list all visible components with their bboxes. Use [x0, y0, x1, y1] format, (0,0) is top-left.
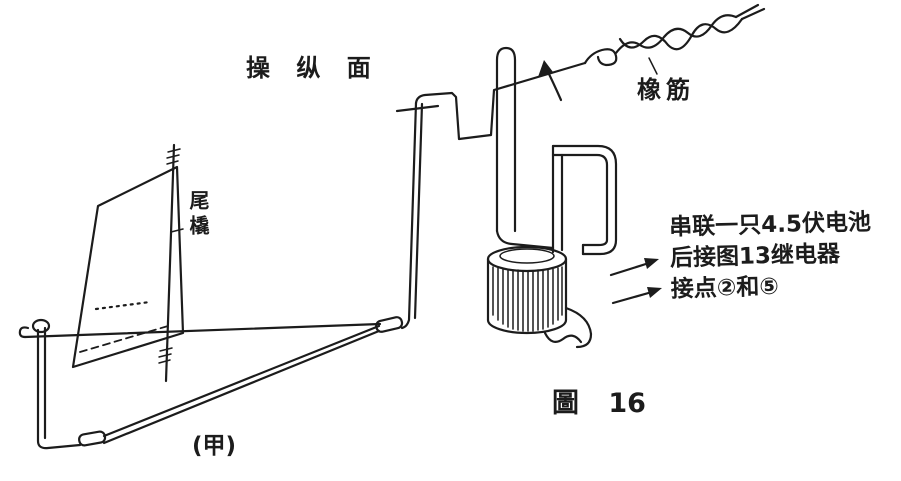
tail-skid-label: 尾橇: [186, 190, 210, 240]
rubber-band: [614, 3, 766, 75]
control-surface-panel: [71, 165, 185, 369]
armature-wire: [495, 46, 555, 250]
crimp-sleeve-left: [78, 430, 107, 447]
relay-coil: [486, 245, 568, 335]
left-post: [31, 318, 82, 450]
hinge-wire: [158, 143, 184, 383]
connection-note: 串联一只4.5伏电池 后接图13继电器 接点②和⑤: [669, 207, 873, 305]
rubber-band-label: 橡筋: [637, 76, 695, 104]
wire-arrow-icons: [609, 258, 662, 305]
connection-note-line-1: 串联一只4.5伏电池: [668, 209, 872, 241]
variant-label: (甲): [192, 433, 237, 459]
figure-caption: 圖 16: [552, 388, 646, 419]
vertical-pushrod: [395, 101, 440, 330]
crank-and-top-wire: [414, 61, 587, 141]
connection-note-line-3: 接点②和⑤: [670, 273, 780, 303]
control-surface-label: 操 纵 面: [246, 54, 380, 82]
torque-rod: [18, 322, 382, 339]
coil-base: [543, 306, 593, 349]
hook: [583, 48, 618, 67]
motion-arrow-icon: [538, 60, 563, 102]
long-pushrod: [102, 324, 381, 445]
relay-yoke: [551, 144, 618, 256]
